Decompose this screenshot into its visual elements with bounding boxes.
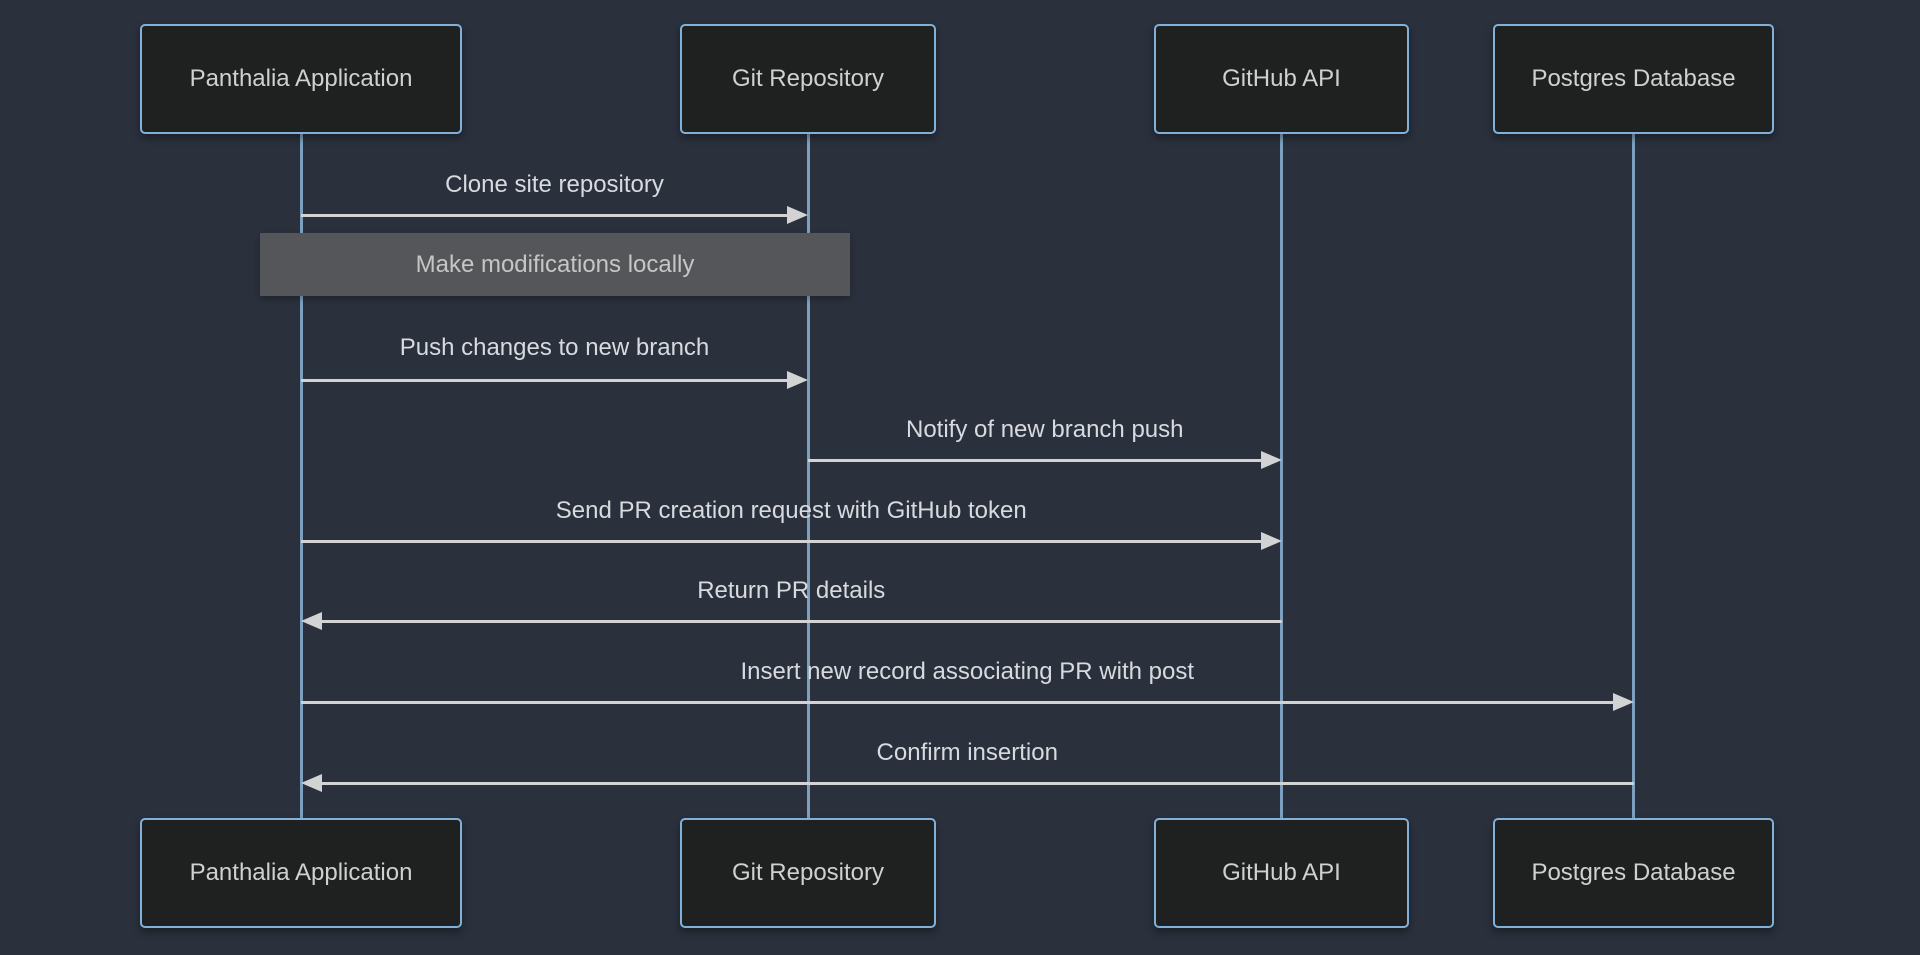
message-line-send-pr-creation-request-with-github-token xyxy=(301,539,1263,543)
actor-box-top-postgres: Postgres Database xyxy=(1493,24,1774,134)
arrowhead-icon xyxy=(1260,451,1282,469)
lifeline-github xyxy=(1280,134,1283,818)
arrowhead-icon xyxy=(1612,693,1634,711)
message-line-notify-of-new-branch-push xyxy=(808,458,1263,462)
arrowhead-icon xyxy=(301,612,322,630)
message-line-push-changes-to-new-branch xyxy=(301,378,789,382)
arrowhead-icon xyxy=(1260,532,1282,550)
lifeline-postgres xyxy=(1632,134,1635,818)
message-label-send-pr-creation-request-with-github-token: Send PR creation request with GitHub tok… xyxy=(555,497,1027,524)
actor-box-top-panthalia: Panthalia Application xyxy=(140,24,462,134)
lifeline-panthalia xyxy=(299,134,303,818)
arrowhead-icon xyxy=(787,371,808,389)
message-label-push-changes-to-new-branch: Push changes to new branch xyxy=(399,334,710,361)
actor-box-bottom-panthalia: Panthalia Application xyxy=(140,818,462,928)
note-text: Make modifications locally xyxy=(415,250,695,278)
arrowhead-icon xyxy=(301,774,322,792)
actor-label: GitHub API xyxy=(1222,65,1341,92)
note-make-modifications-locally: Make modifications locally xyxy=(260,233,850,296)
message-line-return-pr-details xyxy=(320,619,1282,623)
lifeline-git xyxy=(806,134,810,818)
actor-label: Git Repository xyxy=(731,859,885,886)
actor-label: Panthalia Application xyxy=(189,65,413,92)
message-line-confirm-insertion xyxy=(320,781,1634,785)
actor-label: GitHub API xyxy=(1222,859,1341,886)
message-line-clone-site-repository xyxy=(301,213,789,217)
actor-label: Postgres Database xyxy=(1531,859,1736,886)
actor-label: Panthalia Application xyxy=(189,859,413,886)
message-label-return-pr-details: Return PR details xyxy=(697,577,886,604)
actor-box-top-git: Git Repository xyxy=(680,24,936,134)
actor-label: Git Repository xyxy=(731,65,885,92)
message-label-clone-site-repository: Clone site repository xyxy=(445,171,664,198)
message-label-notify-of-new-branch-push: Notify of new branch push xyxy=(906,416,1184,443)
actor-box-top-github: GitHub API xyxy=(1154,24,1409,134)
arrowhead-icon xyxy=(787,206,808,224)
message-label-confirm-insertion: Confirm insertion xyxy=(876,739,1058,766)
actor-label: Postgres Database xyxy=(1531,65,1736,92)
message-line-insert-new-record-associating-pr-with-post xyxy=(301,700,1615,704)
actor-box-bottom-postgres: Postgres Database xyxy=(1493,818,1774,928)
message-label-insert-new-record-associating-pr-with-post: Insert new record associating PR with po… xyxy=(740,658,1195,685)
actor-box-bottom-github: GitHub API xyxy=(1154,818,1409,928)
actor-box-bottom-git: Git Repository xyxy=(680,818,936,928)
